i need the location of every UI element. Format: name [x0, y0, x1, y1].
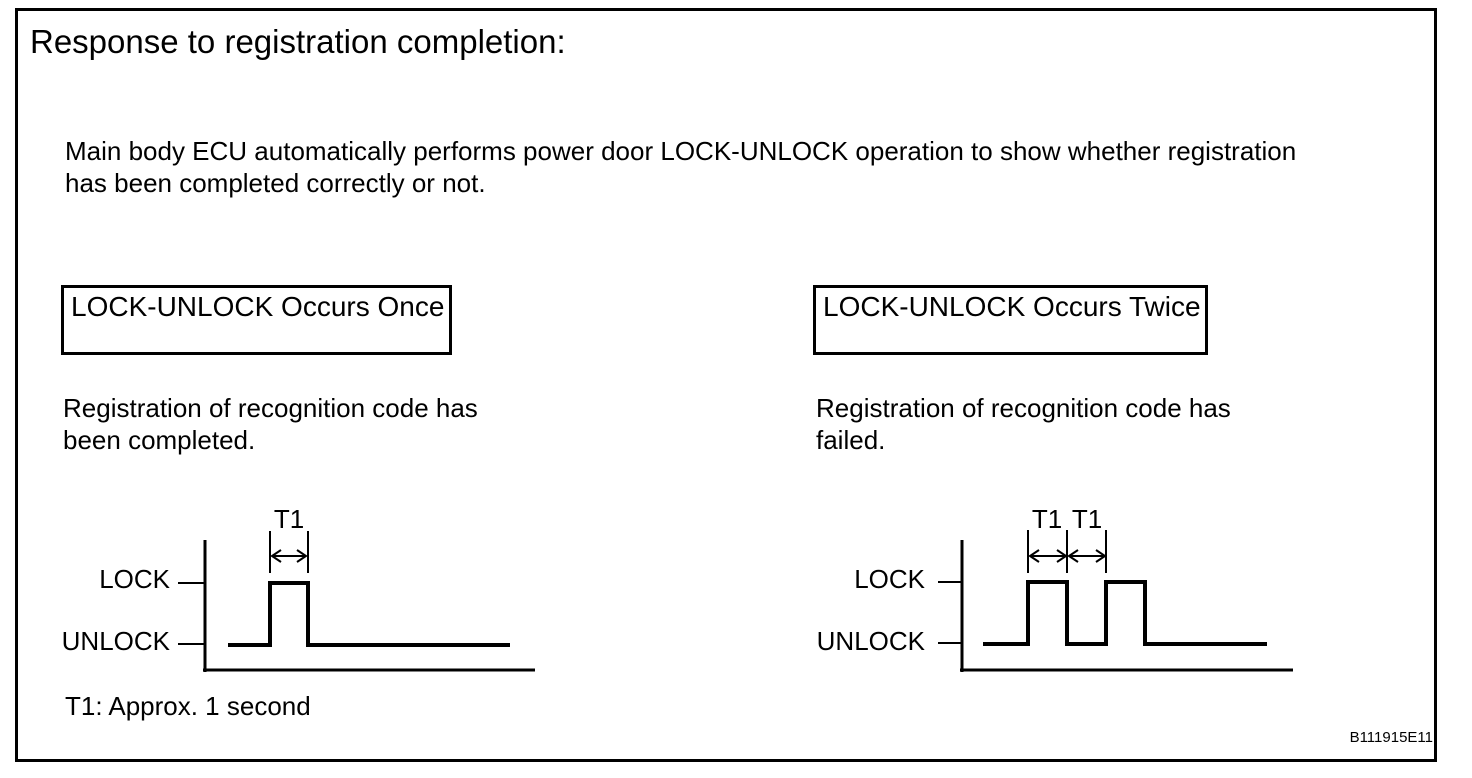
timing-diagram-once: LOCK UNLOCK T1: [62, 504, 535, 672]
t1-footnote: T1: Approx. 1 second: [65, 691, 311, 721]
arrowhead-right-icon: [296, 549, 308, 563]
t1-label-second: T1: [1072, 504, 1102, 534]
panel-twice-caption-line-2: failed.: [816, 425, 886, 455]
description-line-1: Main body ECU automatically performs pow…: [65, 136, 1297, 166]
arrowhead-left-icon: [1067, 549, 1079, 563]
arrowhead-right-icon: [1095, 549, 1107, 563]
panel-once-heading-box: LOCK-UNLOCK Occurs Once: [61, 285, 452, 355]
unlock-label: UNLOCK: [62, 626, 171, 656]
t1-label: T1: [274, 504, 304, 534]
figure-description: Main body ECU automatically performs pow…: [65, 135, 1296, 199]
figure-title: Response to registration completion:: [30, 23, 566, 60]
timing-diagram-twice: LOCK UNLOCK T1 T1: [817, 504, 1293, 672]
lock-label: LOCK: [854, 564, 925, 594]
panel-twice-caption: Registration of recognition code has fai…: [816, 392, 1231, 456]
t1-label-first: T1: [1032, 504, 1062, 534]
arrowhead-left-icon: [1028, 549, 1040, 563]
panel-twice-heading-box: LOCK-UNLOCK Occurs Twice: [813, 285, 1208, 355]
unlock-label: UNLOCK: [817, 626, 926, 656]
waveform-two-pulses: [983, 580, 1267, 646]
arrowhead-right-icon: [1056, 549, 1068, 563]
waveform-one-pulse: [228, 581, 510, 647]
panel-once-heading: LOCK-UNLOCK Occurs Once: [71, 291, 445, 322]
panel-twice-caption-line-1: Registration of recognition code has: [816, 393, 1231, 423]
figure-code: B111915E11: [1349, 729, 1433, 746]
lock-label: LOCK: [99, 564, 170, 594]
panel-once-caption-line-1: Registration of recognition code has: [63, 393, 478, 423]
panel-once-caption-line-2: been completed.: [63, 425, 256, 455]
figure-border-frame: [15, 8, 1437, 762]
description-line-2: has been completed correctly or not.: [65, 168, 486, 198]
panel-twice-heading: LOCK-UNLOCK Occurs Twice: [823, 291, 1201, 322]
arrowhead-left-icon: [270, 549, 282, 563]
panel-once-caption: Registration of recognition code has bee…: [63, 392, 478, 456]
